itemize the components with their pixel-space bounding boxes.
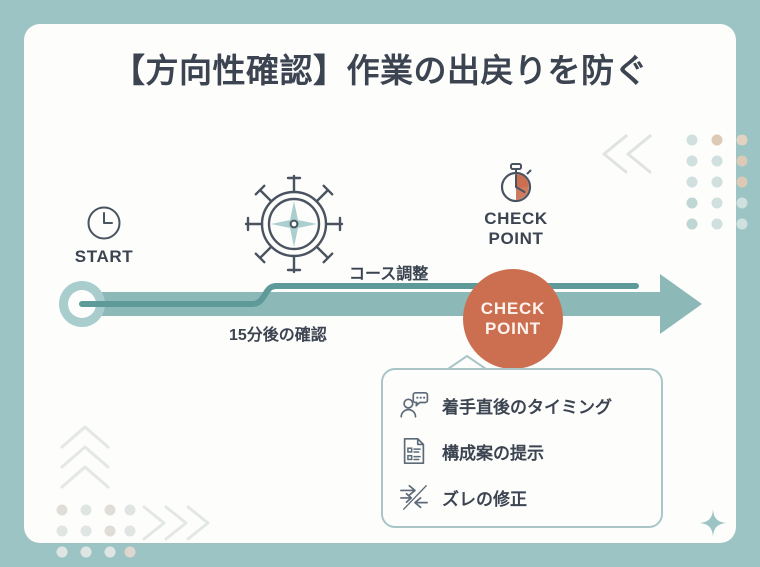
checkpoint-marker-label-line2: POINT xyxy=(488,228,544,248)
course-adjust-label: コース調整 xyxy=(349,266,429,283)
checkpoint-marker: CHECK POINT xyxy=(446,162,586,248)
list-item-label: ズレの修正 xyxy=(442,489,527,509)
start-marker: START xyxy=(56,204,152,267)
clock-icon xyxy=(87,206,121,240)
double-chevron-left-icon xyxy=(602,134,652,174)
checkpoint-circle-line2: POINT xyxy=(485,319,541,338)
document-list-icon xyxy=(403,437,425,465)
triple-chevron-right-icon xyxy=(142,505,210,541)
list-item[interactable]: ズレの修正 xyxy=(399,476,649,518)
triple-chevron-up-icon xyxy=(60,425,110,489)
checkpoint-marker-label-line1: CHECK xyxy=(484,209,548,228)
list-item-label: 構成案の提示 xyxy=(442,443,544,463)
checkpoint-detail-callout: 着手直後のタイミング 構成案の提示 xyxy=(381,355,663,528)
list-item[interactable]: 構成案の提示 xyxy=(399,430,649,472)
list-item-label: 着手直後のタイミング xyxy=(442,397,612,417)
callout-list: 着手直後のタイミング 構成案の提示 xyxy=(381,368,663,528)
person-speech-bubble-icon xyxy=(400,391,429,418)
checkpoint-circle[interactable]: CHECK POINT xyxy=(463,269,563,369)
list-item[interactable]: 着手直後のタイミング xyxy=(399,384,649,426)
checkpoint-circle-line1: CHECK xyxy=(480,298,546,318)
page-title: 【方向性確認】作業の出戻りを防ぐ xyxy=(112,52,648,89)
timeline-arrow xyxy=(59,274,702,334)
sparkle-icon xyxy=(699,509,727,537)
wheel-marker xyxy=(229,172,359,281)
ships-wheel-compass-icon xyxy=(244,174,344,274)
fifteen-minute-check-label: 15分後の確認 xyxy=(229,327,327,344)
dot-grid-bottomleft xyxy=(56,504,136,558)
callout-tail xyxy=(447,355,487,370)
stopwatch-icon xyxy=(500,163,532,203)
content-card: 【方向性確認】作業の出戻りを防ぐ xyxy=(24,24,748,558)
arrows-converging-icon xyxy=(400,484,428,510)
start-label: START xyxy=(74,247,134,266)
